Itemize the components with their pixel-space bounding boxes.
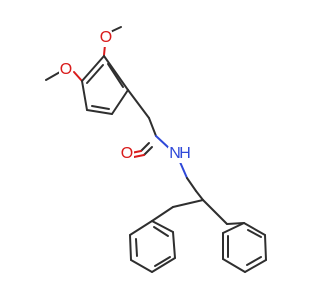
n-to-alkyl-bond <box>179 161 188 179</box>
right-phenyl-bond-2 <box>243 222 266 236</box>
propyl-bond-2 <box>195 190 204 201</box>
left-phenyl-bond-6 <box>172 231 176 259</box>
aryl-ring-bond-3 <box>86 109 113 115</box>
oxygen-left-label: O <box>60 61 72 78</box>
right-phenyl-bond-7 <box>222 222 245 234</box>
right-phenyl-bond-5 <box>222 258 246 273</box>
left-phenyl-bond-3 <box>129 234 132 261</box>
aryl-ring-bond-1 <box>103 55 129 91</box>
aryl-ring-double-bond-c <box>86 64 104 84</box>
left-phenyl-bond-1 <box>151 206 174 222</box>
molecule-structure-diagram: O O O N H <box>45 26 267 273</box>
aryl-ring-double-bond-a <box>107 63 124 88</box>
carbonyl-oxygen-label-bg <box>120 146 134 163</box>
molecule-canvas: O O O N H <box>45 26 267 273</box>
right-phenyl-bond-1 <box>226 222 245 225</box>
carbonyl-to-n-bond <box>155 135 171 150</box>
methoxy-left-carbon-bond <box>45 71 61 81</box>
left-phenyl-bond-7 <box>151 220 174 233</box>
carbonyl-bond-main <box>140 142 150 152</box>
methylene-to-carbonyl-bond <box>148 117 157 137</box>
left-phenyl-bond-2 <box>129 220 153 236</box>
right-phenyl-double-a <box>247 229 262 238</box>
benzhydryl-right-bond <box>202 199 228 225</box>
amide-nitrogen-label-bg <box>168 146 192 163</box>
right-phenyl-bond-3 <box>264 234 267 261</box>
left-phenyl-bond-4 <box>130 259 153 273</box>
carbonyl-bond-double <box>143 146 153 156</box>
aryl-ring-bond-4 <box>81 80 88 111</box>
left-phenyl-double-b <box>154 256 171 267</box>
amide-nitrogen-label: N <box>169 145 181 162</box>
left-phenyl-bond-5 <box>151 257 176 273</box>
oxygen-top-label: O <box>100 29 112 46</box>
benzyl-bond <box>127 89 150 119</box>
oxygen-top-label-bg <box>98 30 112 47</box>
carbonyl-oxygen-label: O <box>121 145 133 162</box>
carbonyl-oxygen-bond-double <box>133 154 145 158</box>
right-phenyl-bond-4 <box>244 259 267 273</box>
oxygen-left-label-bg <box>59 62 73 79</box>
left-phenyl-double-a <box>135 238 138 257</box>
left-phenyl-double-c <box>153 226 169 237</box>
amide-hydrogen-label: H <box>179 145 191 162</box>
aryl-ring-double-bond-b <box>91 105 110 110</box>
propyl-bond-1 <box>186 177 197 192</box>
aryl-ring-bond-5 <box>81 55 105 82</box>
methoxy-left-oxygen-bond <box>73 71 83 82</box>
benzhydryl-left-bond <box>172 199 204 208</box>
right-phenyl-double-b <box>246 256 262 266</box>
aryl-ring-bond-2 <box>111 89 129 115</box>
